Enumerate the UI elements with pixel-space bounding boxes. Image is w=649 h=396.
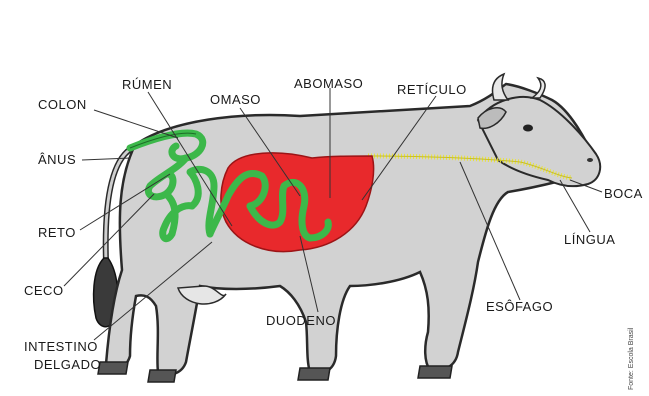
label-omaso: OMASO bbox=[210, 92, 261, 107]
label-boca: BOCA bbox=[604, 186, 643, 201]
label-ceco: CECO bbox=[24, 283, 64, 298]
label-esofago: ESÔFAGO bbox=[486, 299, 553, 314]
label-rumen: RÚMEN bbox=[122, 77, 172, 92]
label-anus: ÂNUS bbox=[38, 152, 76, 167]
label-reto: RETO bbox=[38, 225, 76, 240]
label-abomaso: ABOMASO bbox=[294, 76, 363, 91]
hoof bbox=[148, 370, 176, 382]
eye bbox=[523, 125, 533, 132]
label-intestino-delgado-line2: DELGADO bbox=[34, 357, 101, 372]
source-credit: Fonte: Escola Brasil bbox=[628, 328, 635, 390]
label-reticulo: RETÍCULO bbox=[397, 82, 467, 97]
label-colon: COLON bbox=[38, 97, 87, 112]
hoof bbox=[418, 366, 452, 378]
label-duodeno: DUODENO bbox=[266, 313, 336, 328]
hoof bbox=[98, 362, 128, 374]
nostril bbox=[587, 158, 593, 162]
label-lingua: LÍNGUA bbox=[564, 232, 615, 247]
label-intestino-delgado-line1: INTESTINO bbox=[24, 339, 98, 354]
hoof bbox=[298, 368, 330, 380]
